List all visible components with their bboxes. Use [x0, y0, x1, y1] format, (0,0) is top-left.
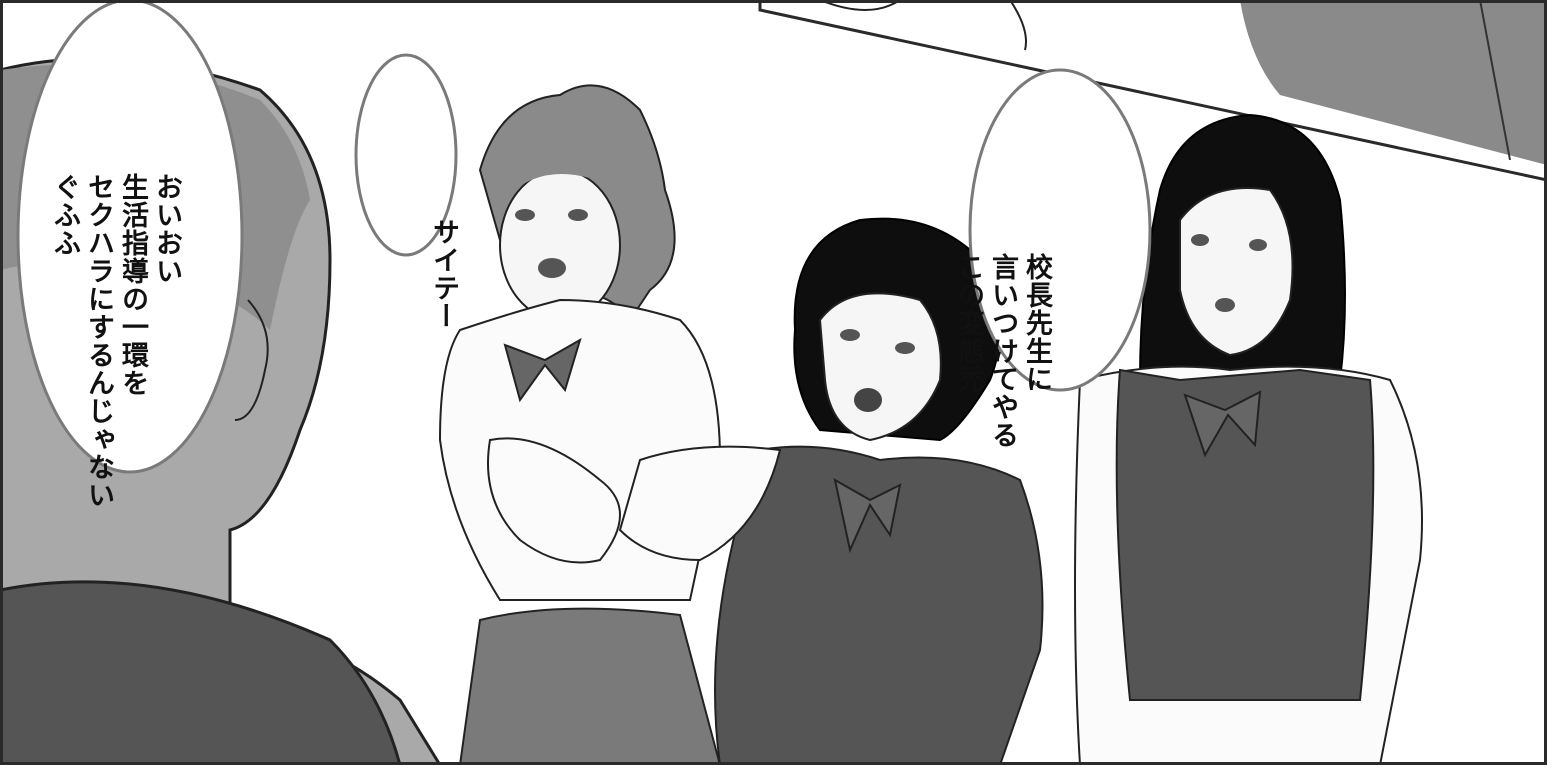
speech-balloon-1 — [16, 0, 244, 474]
speech-line: セクハラにするんじゃない — [83, 173, 114, 509]
speech-line: 校長先生に — [1021, 253, 1052, 393]
speech-line: この変態禿 — [953, 253, 984, 393]
speech-line: サイテー — [428, 218, 459, 330]
speech-line: ぐふふ — [49, 173, 80, 257]
speech-line: 言いつけてやる — [987, 253, 1018, 449]
upper-panel-stroke — [1479, 0, 1511, 161]
upper-panel-figure — [1240, 0, 1547, 165]
speech-balloon-3 — [968, 68, 1152, 392]
speech-text-short-hair-girl: 校長先生に 言いつけてやる この変態禿 — [917, 125, 1087, 449]
short-hair-student-figure — [618, 217, 1044, 765]
upper-panel-line — [819, 0, 901, 11]
speech-line: 生活指導の一環を — [117, 173, 148, 397]
speech-text-ponytail-girl: サイテー — [392, 90, 494, 330]
long-hair-student-figure — [1074, 113, 1423, 765]
upper-panel-line-2 — [1009, 0, 1027, 51]
speech-line: おいおい — [151, 173, 182, 285]
speech-balloon-2 — [354, 53, 458, 257]
speech-text-bald-man: おいおい 生活指導の一環を セクハラにするんじゃない ぐふふ — [13, 45, 217, 509]
